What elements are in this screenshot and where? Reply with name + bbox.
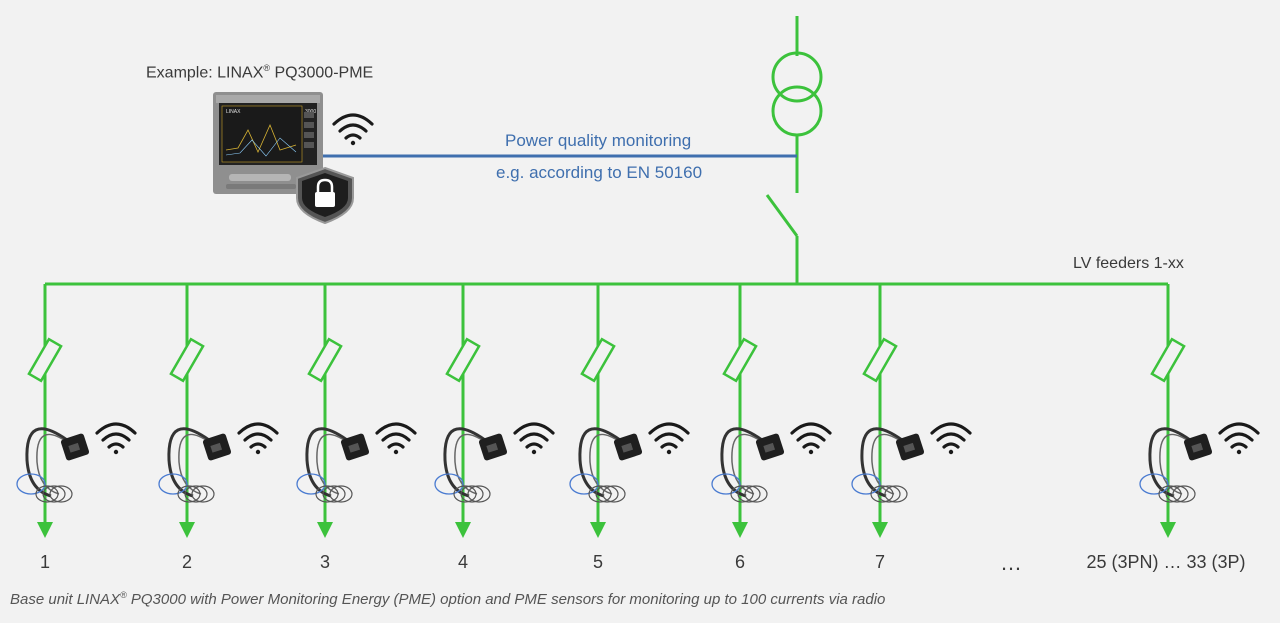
device-label: Example: LINAX® PQ3000-PME <box>146 63 373 82</box>
fuse-symbol <box>27 337 63 383</box>
current-sensor-icon <box>296 427 370 503</box>
device-screen-brand: LINAX <box>226 109 241 115</box>
arrow-down-icon <box>317 522 333 538</box>
lock-shield-icon <box>296 166 354 225</box>
feeders-ellipsis: … <box>1000 550 1024 575</box>
fuse-symbol <box>307 337 343 383</box>
caption: Base unit LINAX® PQ3000 with Power Monit… <box>10 590 885 608</box>
arrow-down-icon <box>455 522 471 538</box>
feeder-number-2: 2 <box>181 552 193 572</box>
fuse-symbol <box>1150 337 1186 383</box>
wifi-icon <box>513 422 555 455</box>
wifi-icon <box>1218 422 1260 455</box>
feeder-number-8: 25 (3PN) … 33 (3P) <box>1086 552 1246 572</box>
arrow-down-icon <box>179 522 195 538</box>
fuse-symbol <box>580 337 616 383</box>
feeder-6 <box>711 284 832 538</box>
current-sensor-icon <box>851 427 925 503</box>
transformer-symbol <box>771 16 823 193</box>
feeder-number-4: 4 <box>457 552 469 572</box>
feeder-3 <box>296 284 417 538</box>
current-sensor-icon <box>1139 427 1213 503</box>
device-label-prefix: Example: LINAX <box>146 64 264 82</box>
lv-feeders-label: LV feeders 1-xx <box>1073 255 1184 272</box>
caption-prefix: Base unit LINAX <box>10 591 121 608</box>
current-sensor-icon <box>569 427 643 503</box>
wifi-icon <box>930 422 972 455</box>
arrow-down-icon <box>732 522 748 538</box>
arrow-down-icon <box>872 522 888 538</box>
feeder-2 <box>158 284 279 538</box>
current-sensor-icon <box>158 427 232 503</box>
arrow-down-icon <box>590 522 606 538</box>
arrow-down-icon <box>1160 522 1176 538</box>
wifi-icon <box>332 113 374 146</box>
caption-reg: ® <box>120 590 127 600</box>
feeder-number-5: 5 <box>592 552 604 572</box>
fuse-symbol <box>445 337 481 383</box>
fuse-symbol <box>862 337 898 383</box>
wifi-icon <box>648 422 690 455</box>
feeder-number-1: 1 <box>39 552 51 572</box>
current-sensor-icon <box>434 427 508 503</box>
caption-suffix: PQ3000 with Power Monitoring Energy (PME… <box>126 591 886 608</box>
monitoring-label-line1: Power quality monitoring <box>505 131 692 150</box>
fuse-symbol <box>722 337 758 383</box>
wifi-icon <box>237 422 279 455</box>
monitoring-label-line2: e.g. according to EN 50160 <box>496 163 703 182</box>
arrow-down-icon <box>37 522 53 538</box>
feeder-7 <box>851 284 972 538</box>
switch-symbol <box>765 194 799 284</box>
feeder-number-3: 3 <box>319 552 331 572</box>
feeders-layer <box>16 284 1260 538</box>
feeder-number-7: 7 <box>874 552 886 572</box>
wifi-icon <box>375 422 417 455</box>
wifi-icon <box>790 422 832 455</box>
wifi-icon <box>95 422 137 455</box>
device-label-suffix: PQ3000-PME <box>270 64 374 82</box>
device-label-reg: ® <box>263 63 271 73</box>
current-sensor-icon <box>16 427 90 503</box>
fuse-symbol <box>169 337 205 383</box>
feeder-8 <box>1139 284 1260 538</box>
feeder-1 <box>16 284 137 538</box>
pq3000-device: LINAX 3000 <box>213 92 323 194</box>
feeder-5 <box>569 284 690 538</box>
feeder-number-6: 6 <box>734 552 746 572</box>
feeder-4 <box>434 284 555 538</box>
current-sensor-icon <box>711 427 785 503</box>
